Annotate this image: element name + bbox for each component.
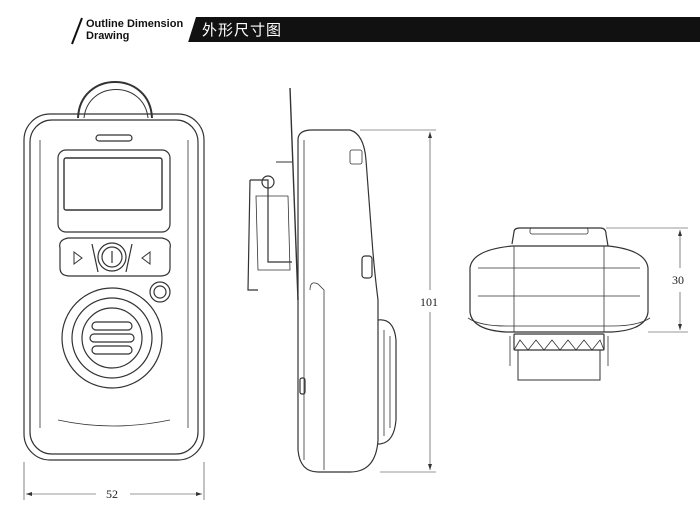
top-view — [467, 227, 688, 381]
title-english: Outline Dimension Drawing — [86, 18, 184, 42]
height-dimension-label: 101 — [420, 295, 438, 309]
side-view — [247, 87, 436, 473]
depth-dimension-label: 30 — [672, 273, 684, 287]
header-bar — [0, 17, 700, 42]
header-slash-icon — [71, 17, 83, 45]
width-dimension-label: 52 — [106, 487, 118, 501]
title-chinese: 外形尺寸图 — [202, 21, 283, 39]
header-title-panel — [0, 17, 196, 42]
front-view — [23, 81, 205, 500]
